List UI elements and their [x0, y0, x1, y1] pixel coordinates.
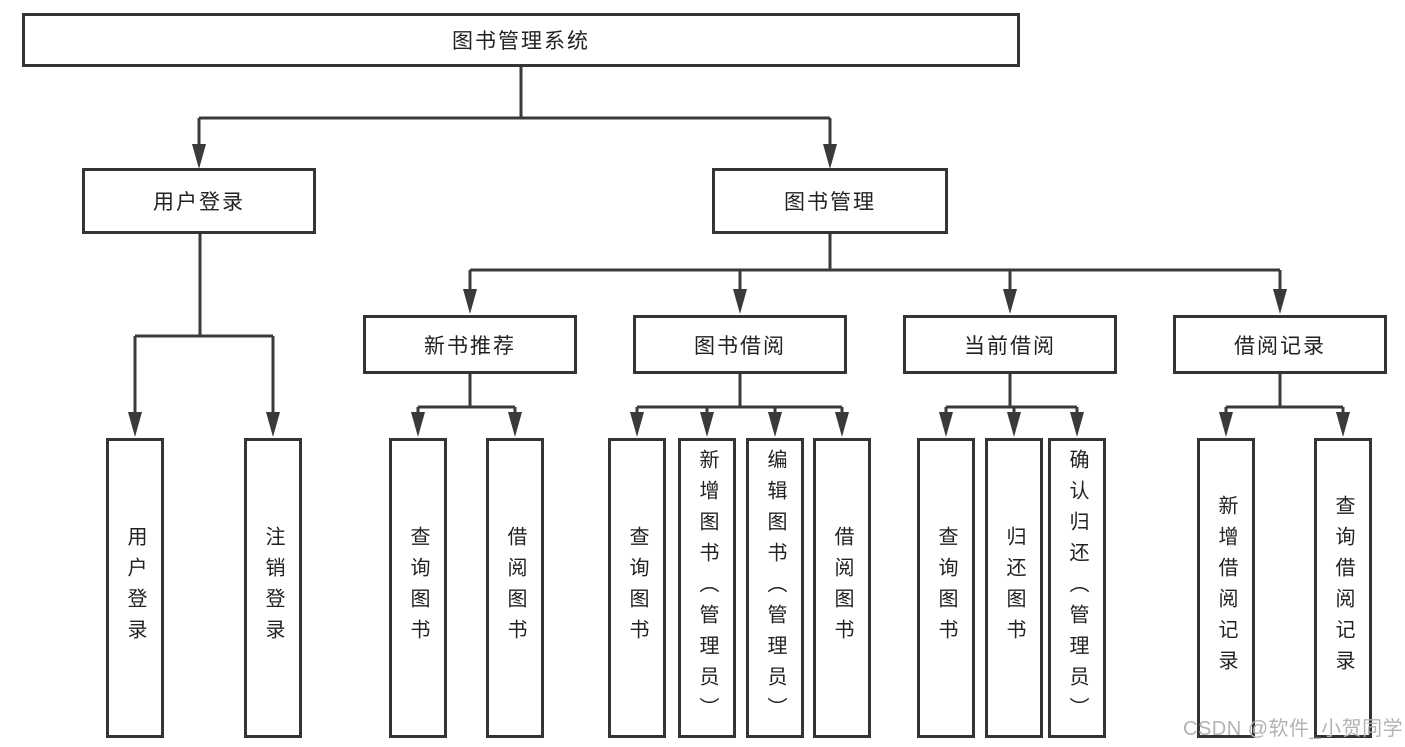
node-borrow-records: 借阅记录 — [1173, 315, 1387, 374]
arrowhead-icon — [128, 412, 142, 437]
node-label: 用户登录 — [153, 191, 245, 214]
edge-new-book-to-leaves — [411, 374, 522, 437]
node-book-management: 图书管理 — [712, 168, 948, 234]
node-leaf-return-books: 归还图书 — [985, 438, 1043, 738]
arrowhead-icon — [700, 412, 714, 437]
arrowhead-icon — [939, 412, 953, 437]
arrowhead-icon — [266, 412, 280, 437]
node-leaf-borrow-books-recommend: 借阅图书 — [486, 438, 544, 738]
arrowhead-icon — [192, 144, 206, 169]
node-new-book-recommend: 新书推荐 — [363, 315, 577, 374]
node-label: 新增借阅记录 — [1215, 495, 1237, 681]
node-label: 借阅记录 — [1234, 334, 1326, 358]
arrowhead-icon — [508, 412, 522, 437]
edge-borrow-records-to-leaves — [1219, 374, 1350, 437]
node-leaf-query-books-recommend: 查询图书 — [389, 438, 447, 738]
node-label: 图书借阅 — [694, 334, 786, 358]
node-label: 新增图书（管理员） — [696, 448, 718, 728]
edge-current-borrow-to-leaves — [939, 374, 1084, 437]
node-label: 编辑图书（管理员） — [764, 448, 786, 728]
node-leaf-user-login: 用户登录 — [106, 438, 164, 738]
node-leaf-query-borrow-record: 查询借阅记录 — [1314, 438, 1372, 738]
node-leaf-logout: 注销登录 — [244, 438, 302, 738]
arrowhead-icon — [733, 289, 747, 314]
node-leaf-add-borrow-record: 新增借阅记录 — [1197, 438, 1255, 738]
arrowhead-icon — [1007, 412, 1021, 437]
node-label: 借阅图书 — [831, 526, 853, 650]
csdn-watermark: CSDN @软件_小贺同学 — [1183, 718, 1404, 740]
node-label: 新书推荐 — [424, 334, 516, 358]
edge-root-to-level2 — [192, 67, 837, 169]
arrowhead-icon — [1003, 289, 1017, 314]
node-label: 注销登录 — [262, 526, 284, 650]
arrowhead-icon — [835, 412, 849, 437]
arrowhead-icon — [1273, 289, 1287, 314]
edge-book-management-to-level3 — [463, 234, 1287, 314]
node-label: 用户登录 — [124, 526, 146, 650]
node-root: 图书管理系统 — [22, 13, 1020, 67]
arrowhead-icon — [768, 412, 782, 437]
arrowhead-icon — [1219, 412, 1233, 437]
node-leaf-query-books-borrow: 查询图书 — [608, 438, 666, 738]
node-label: 归还图书 — [1003, 526, 1025, 650]
node-user-login: 用户登录 — [82, 168, 316, 234]
arrowhead-icon — [630, 412, 644, 437]
node-label: 查询图书 — [626, 526, 648, 650]
node-leaf-edit-books-admin: 编辑图书（管理员） — [746, 438, 804, 738]
arrowhead-icon — [1336, 412, 1350, 437]
node-label: 图书管理 — [784, 191, 876, 214]
arrowhead-icon — [463, 289, 477, 314]
node-book-borrow: 图书借阅 — [633, 315, 847, 374]
node-label: 当前借阅 — [964, 334, 1056, 358]
edge-book-borrow-to-leaves — [630, 374, 849, 437]
node-label: 查询借阅记录 — [1332, 495, 1354, 681]
node-leaf-confirm-return-admin: 确认归还（管理员） — [1048, 438, 1106, 738]
arrowhead-icon — [1070, 412, 1084, 437]
edge-user-login-to-leaves — [128, 234, 280, 437]
arrowhead-icon — [411, 412, 425, 437]
node-leaf-query-books-current: 查询图书 — [917, 438, 975, 738]
node-label: 确认归还（管理员） — [1066, 448, 1088, 728]
arrowhead-icon — [823, 144, 837, 169]
node-leaf-add-books-admin: 新增图书（管理员） — [678, 438, 736, 738]
node-label: 图书管理系统 — [452, 30, 590, 53]
node-current-borrow: 当前借阅 — [903, 315, 1117, 374]
node-leaf-borrow-books: 借阅图书 — [813, 438, 871, 738]
node-label: 查询图书 — [407, 526, 429, 650]
node-label: 借阅图书 — [504, 526, 526, 650]
node-label: 查询图书 — [935, 526, 957, 650]
